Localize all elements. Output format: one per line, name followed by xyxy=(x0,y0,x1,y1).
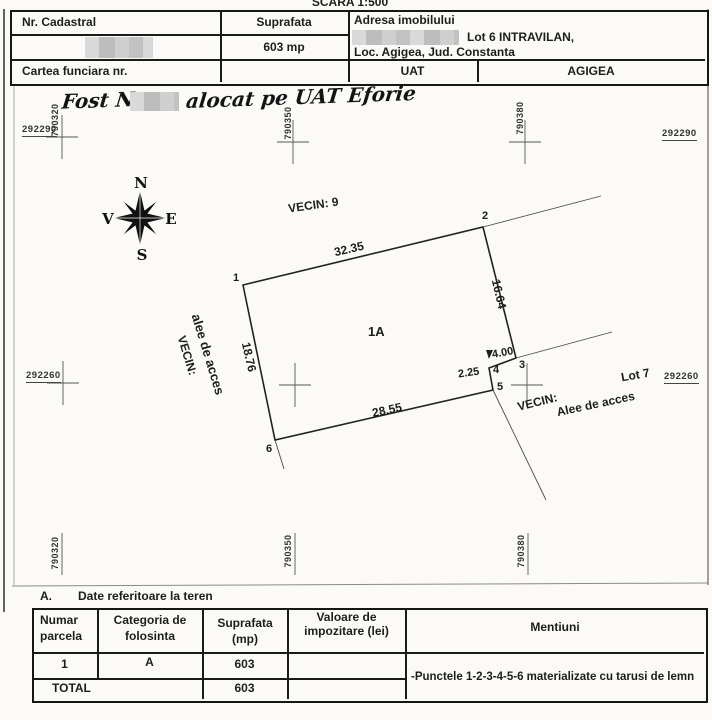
point-4: 4 xyxy=(493,364,500,376)
col-numar-parcela: Numar parcela xyxy=(40,613,83,644)
extension-lines xyxy=(274,195,613,501)
handwriting-redaction xyxy=(130,92,179,111)
nr-cadastral-redaction xyxy=(85,37,153,58)
header-table xyxy=(10,10,709,86)
mentiuni-note: -Punctele 1-2-3-4-5-6 materializate cu t… xyxy=(411,671,695,683)
scale-label: SCARA 1:500 xyxy=(311,0,389,9)
adresa-redaction xyxy=(352,30,459,45)
section-a-letter: A. xyxy=(40,589,52,603)
parcel-id-label: 1A xyxy=(368,324,385,339)
coord-292290-right: 292290 xyxy=(662,128,697,141)
row1-numar: 1 xyxy=(61,657,68,671)
row1-categoria: A xyxy=(145,655,154,669)
coord-292260-right: 292260 xyxy=(664,371,699,384)
compass-v: V xyxy=(102,210,114,228)
suprafata-label: Suprafata xyxy=(256,15,312,29)
row1-suprafata: 603 xyxy=(234,657,255,671)
compass-s: S xyxy=(136,246,148,264)
uat-value: AGIGEA xyxy=(567,64,615,78)
col-mentiuni: Mentiuni xyxy=(530,620,580,634)
total-label: TOTAL xyxy=(52,681,91,695)
land-row-line xyxy=(32,678,406,680)
coord-292260-left: 292260 xyxy=(26,370,61,383)
point-5: 5 xyxy=(497,381,504,393)
plan-frame-bottom xyxy=(11,582,709,587)
uat-label: UAT xyxy=(400,64,425,78)
point-6: 6 xyxy=(266,443,273,455)
header-divider-2 xyxy=(348,10,350,82)
land-divider-3 xyxy=(287,608,289,699)
land-divider-2 xyxy=(202,608,204,699)
header-divider-uat xyxy=(477,59,479,82)
suprafata-value: 603 mp xyxy=(263,40,305,54)
dim-arrow xyxy=(486,350,493,359)
header-divider-1 xyxy=(220,10,222,82)
land-table xyxy=(32,608,708,703)
compass-e: E xyxy=(165,210,177,228)
point-2: 2 xyxy=(482,210,489,222)
col-categoria: Categoria de folosinta xyxy=(113,613,187,644)
header-row-line-2 xyxy=(10,59,705,61)
col-suprafata: Suprafata (mp) xyxy=(217,616,273,647)
total-suprafata: 603 xyxy=(234,681,255,695)
point-3: 3 xyxy=(519,359,526,371)
coord-790320-bottom: 790320 xyxy=(50,536,60,570)
grid-crosshairs xyxy=(46,115,543,575)
point-1: 1 xyxy=(233,272,240,284)
coord-790350-top: 790350 xyxy=(283,106,293,140)
adresa-line1: Lot 6 INTRAVILAN, xyxy=(467,30,575,44)
nr-cadastral-label: Nr. Cadastral xyxy=(22,15,97,29)
compass-rose xyxy=(114,191,166,245)
section-a-title: Date referitoare la teren xyxy=(78,589,213,603)
header-row-line-1 xyxy=(10,34,348,36)
adresa-label: Adresa imobilului xyxy=(354,13,455,27)
col-valoare: Valoare de impozitare (lei) xyxy=(304,610,389,639)
compass-n: N xyxy=(134,174,148,192)
coord-292290-left: 292290 xyxy=(22,124,57,137)
coord-790350-bottom: 790350 xyxy=(283,534,293,568)
land-divider-4 xyxy=(405,608,407,699)
cartea-funciara-label: Cartea funciara nr. xyxy=(22,64,128,78)
land-divider-1 xyxy=(97,608,99,678)
land-header-line xyxy=(32,652,704,654)
coord-790380-top: 790380 xyxy=(515,101,525,135)
adresa-line2: Loc. Agigea, Jud. Constanta xyxy=(354,45,515,59)
coord-790380-bottom: 790380 xyxy=(516,534,526,568)
